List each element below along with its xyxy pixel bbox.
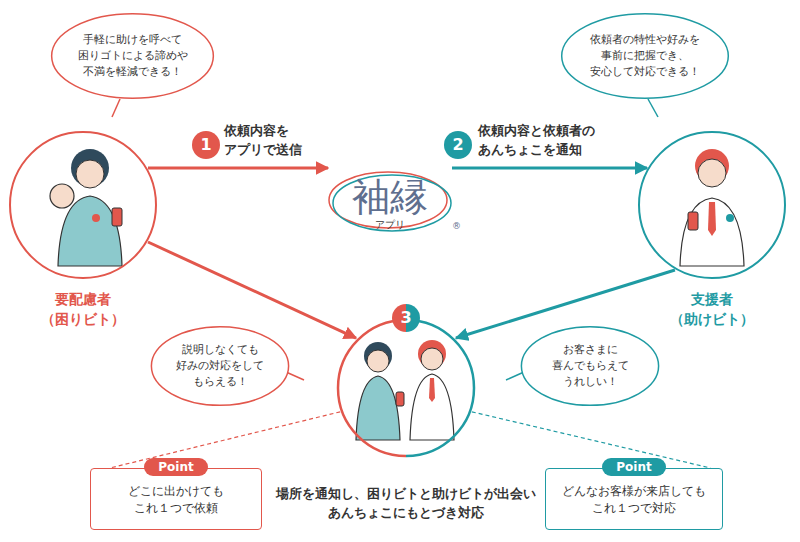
circle-half	[338, 320, 406, 456]
point-text: どんなお客様が来店しても これ１つで対応	[554, 483, 714, 518]
person-face	[698, 159, 726, 187]
registered-mark: ®	[452, 222, 461, 231]
bubble-node: 説明しなくても 好みの対応をして もらえる！	[150, 325, 290, 407]
person-body	[356, 376, 400, 440]
bubble-text: 手軽に助けを呼べて 困りゴトによる諦めや 不満を軽減できる！	[68, 32, 198, 80]
bubble-outline	[521, 327, 658, 406]
person-circle	[8, 130, 158, 280]
app-subtitle: アプリ	[375, 219, 405, 231]
person-body	[680, 198, 744, 266]
bubble-tail	[648, 99, 658, 117]
bubble-node: 手軽に助けを呼べて 困りゴトによる諦めや 不満を軽減できる！	[50, 12, 215, 100]
logo-node: 袖縁アプリ	[328, 168, 452, 240]
point-tag: Point	[602, 458, 665, 476]
bubble-outline	[562, 14, 729, 98]
badge-icon	[726, 214, 734, 222]
bubble-text: お客さまに 喜んでもらえて うれしい！	[535, 342, 645, 390]
meeting-circle	[336, 318, 476, 458]
point-node: Pointどこに出かけても これ１つで依頼	[90, 468, 262, 530]
role-heading: 支援者 （助けビト）	[657, 290, 767, 329]
person-face	[367, 350, 389, 372]
person-hair	[71, 149, 109, 187]
flow-arrow	[148, 167, 328, 170]
app-logo: 袖縁	[352, 177, 428, 219]
circle-half	[406, 320, 474, 456]
bubble-outline	[151, 327, 288, 406]
step-number: 3	[392, 304, 420, 332]
flow-arrow	[452, 167, 647, 170]
person-circle	[637, 130, 787, 280]
point-text: どこに出かけても これ１つで依頼	[101, 483, 251, 518]
person-body	[410, 374, 454, 440]
bubble-outline	[52, 14, 214, 98]
person-face	[76, 160, 104, 188]
bubble-text: 依頼者の特性や好みを 事前に把握でき、 安心して対応できる！	[583, 32, 708, 80]
step-number: 2	[444, 131, 472, 159]
flow-arrow	[148, 242, 356, 338]
flow-arrow	[456, 270, 675, 338]
step-number: 1	[192, 131, 220, 159]
point-tag: Point	[144, 458, 207, 476]
dashed-connector	[110, 412, 340, 468]
bubble-tail	[506, 372, 524, 380]
dashed-connector	[472, 412, 711, 468]
step-caption: 場所を通知し、困りビトと助けビトが出会い あんちょこにもとづき対応	[261, 485, 551, 523]
phone	[396, 392, 404, 406]
logo-ellipse	[333, 175, 451, 231]
person-face	[421, 348, 443, 370]
bubble-tail	[286, 372, 304, 380]
bubble-tail	[112, 99, 120, 117]
circle-outline	[10, 132, 156, 278]
edge-label: 依頼内容を アプリで送信	[224, 122, 324, 160]
circle-outline	[639, 132, 785, 278]
role-heading: 要配慮者 （困りビト）	[28, 290, 138, 329]
point-node: Pointどんなお客様が来店しても これ１つで対応	[545, 468, 723, 530]
person-tie	[429, 378, 435, 402]
baby-head	[50, 184, 74, 208]
person-tie	[708, 202, 716, 236]
bubble-text: 説明しなくても 好みの対応をして もらえる！	[165, 342, 275, 390]
bubble-node: お客さまに 喜んでもらえて うれしい！	[520, 325, 660, 407]
bubble-node: 依頼者の特性や好みを 事前に把握でき、 安心して対応できる！	[560, 12, 730, 100]
badge-icon	[92, 214, 100, 222]
phone	[112, 208, 122, 226]
edge-label: 依頼内容と依頼者の あんちょこを通知	[478, 122, 610, 160]
circ-node: 要配慮者 （困りビト）	[8, 130, 158, 330]
phone	[688, 212, 698, 230]
circ-node: 支援者 （助けビト）	[637, 130, 787, 330]
split-node: 3場所を通知し、困りビトと助けビトが出会い あんちょこにもとづき対応	[336, 318, 476, 458]
